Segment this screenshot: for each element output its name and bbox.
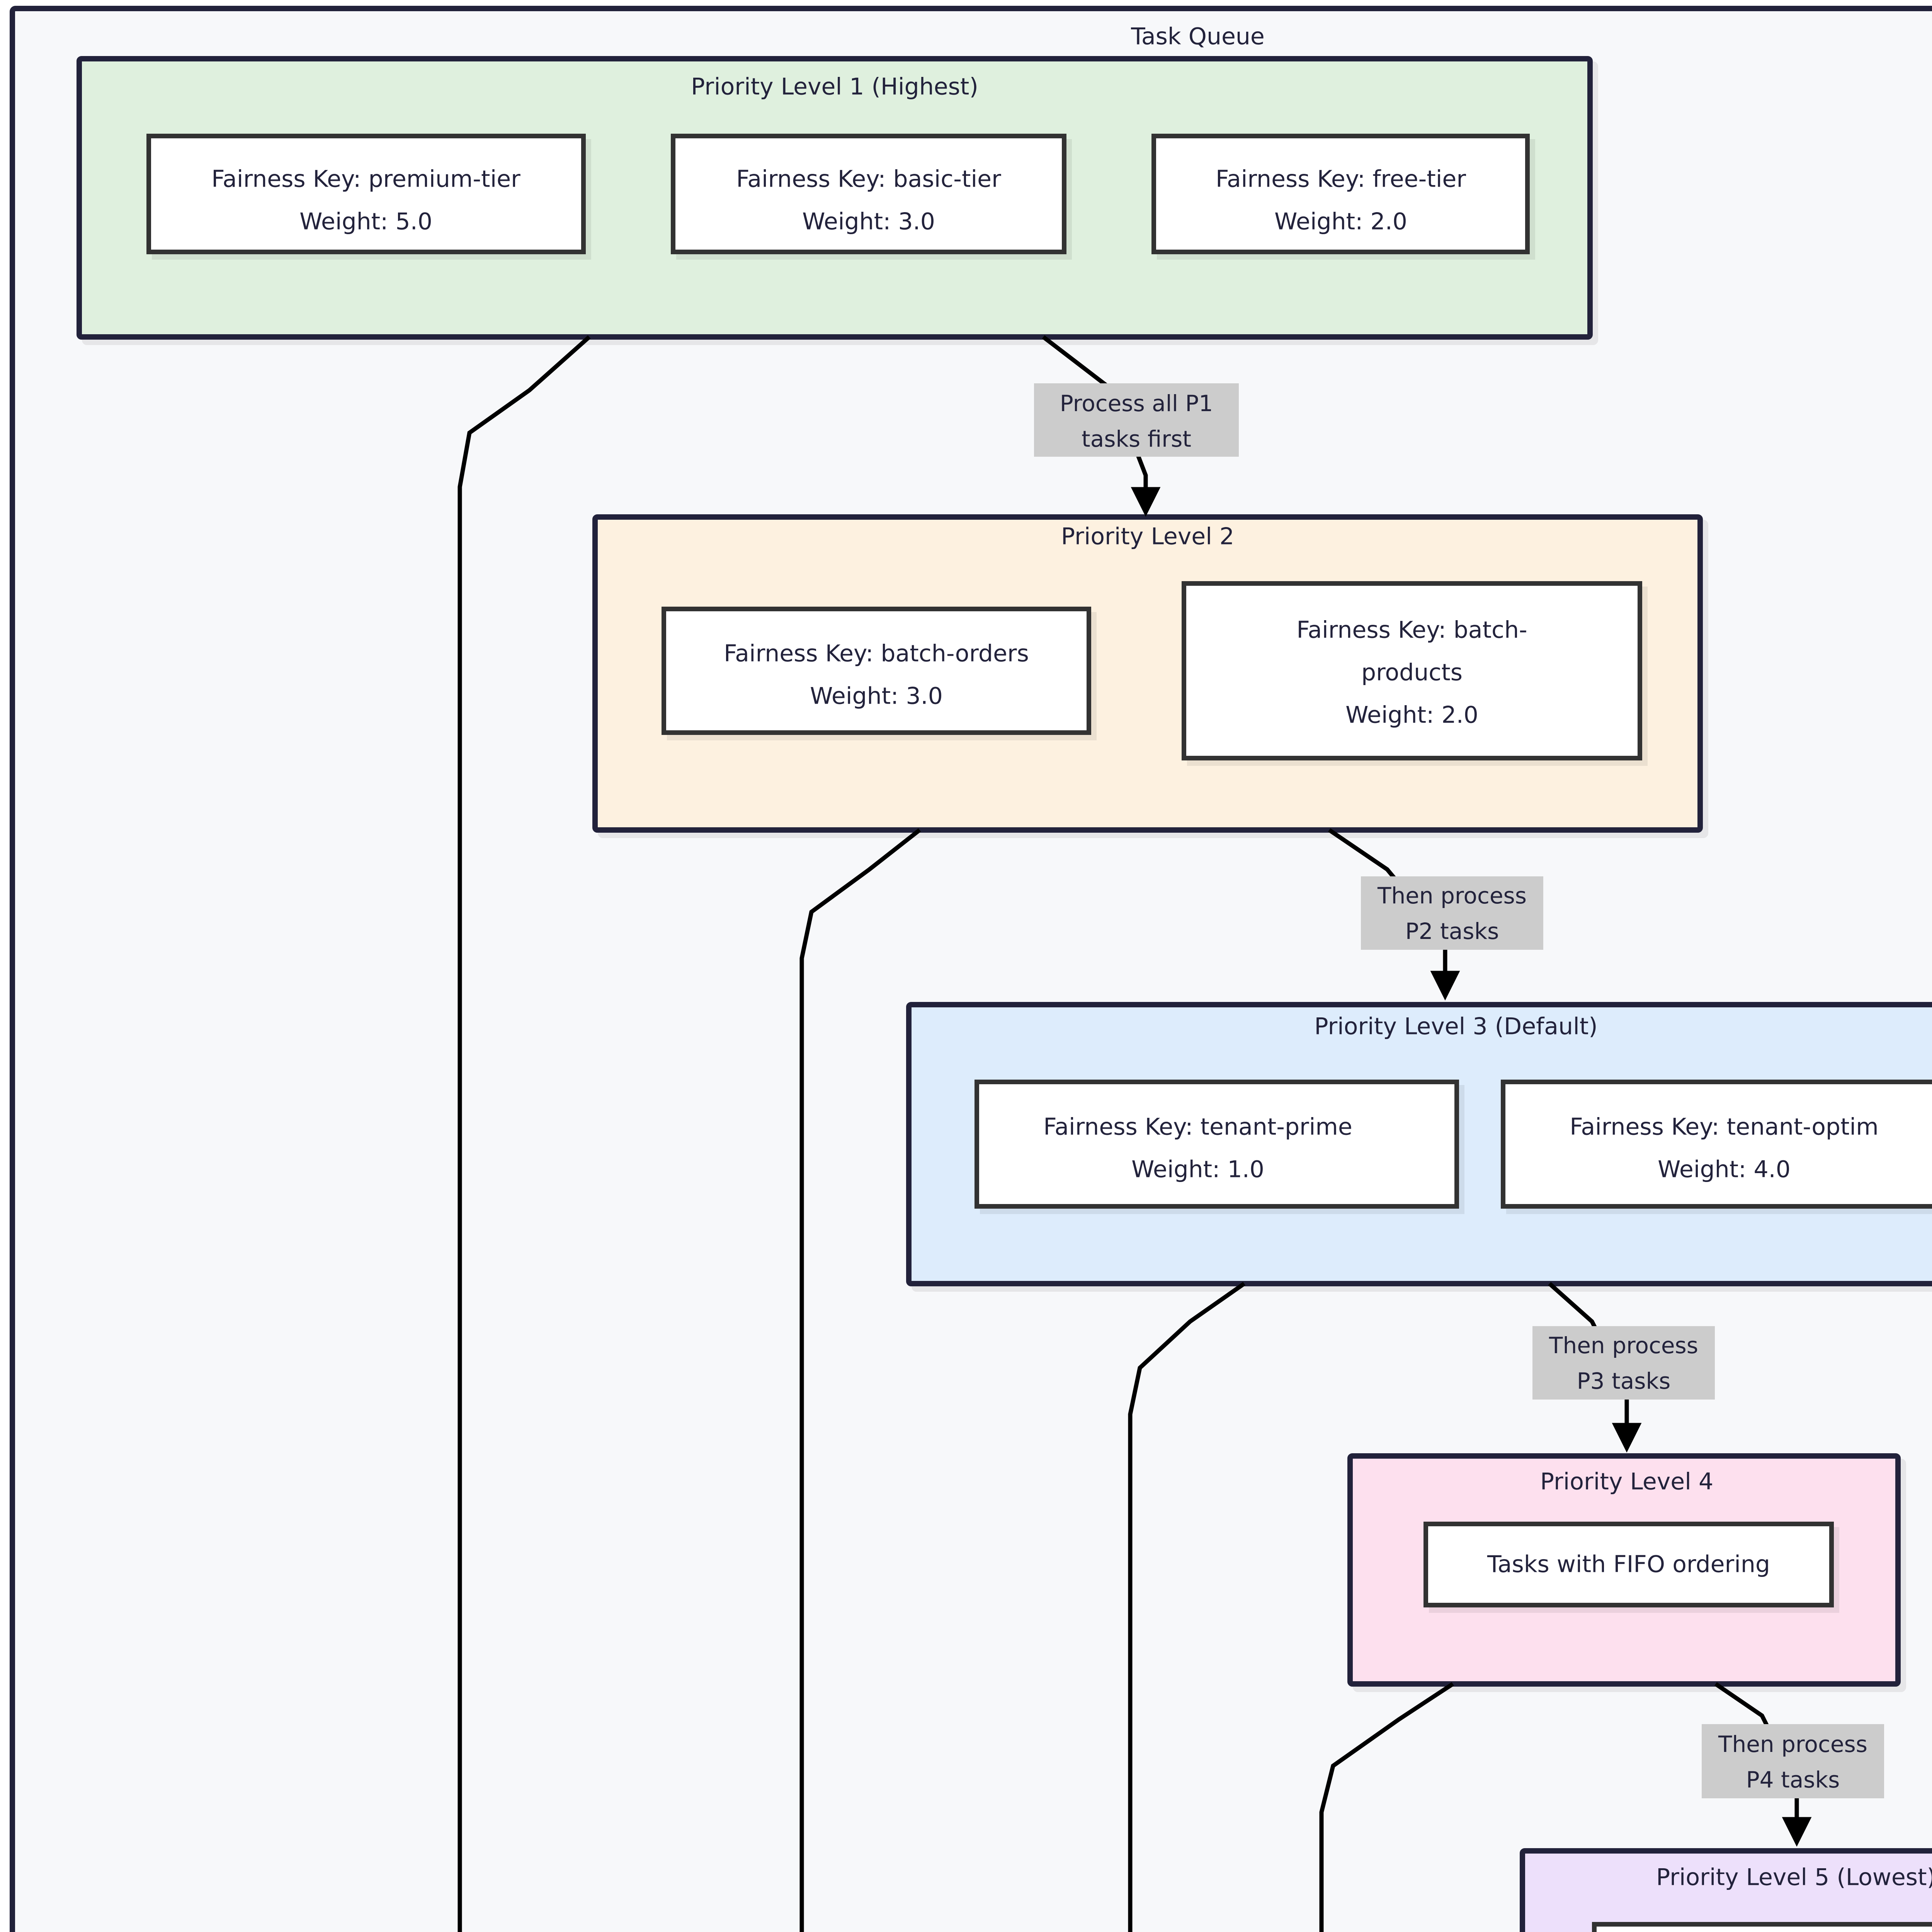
- task-queue-title: Task Queue: [1131, 23, 1265, 50]
- node-p3-tenant-optim[interactable]: Fairness Key: tenant-optim Weight: 4.0: [1501, 1080, 1932, 1209]
- p3-tenant-optim-weight: Weight: 4.0: [1658, 1156, 1791, 1183]
- node-p5-fifo[interactable]: Tasks with FIFO ordering: [1592, 1922, 1932, 1932]
- edge-label-p1-p2-bg: [1034, 383, 1239, 457]
- node-p1-free[interactable]: Fairness Key: free-tier Weight: 2.0: [1151, 134, 1530, 254]
- edge-label-p2-p3-bg: [1361, 876, 1543, 950]
- p2-batch-products-key-line1: Fairness Key: batch-: [1296, 617, 1527, 644]
- p1-free-rect[interactable]: [1151, 134, 1530, 254]
- edge-label-p3-p4-line2: P3 tasks: [1577, 1368, 1671, 1394]
- edge-label-p1-p2: Process all P1 tasks first: [1034, 383, 1239, 457]
- p4-fifo-rect[interactable]: [1423, 1522, 1834, 1607]
- p3-tenant-prime-key: Fairness Key: tenant-prime: [1043, 1114, 1352, 1141]
- p2-batch-products-key-line2: products: [1361, 659, 1463, 686]
- p2-batch-orders-weight: Weight: 3.0: [810, 683, 943, 710]
- edge-label-p1-p2-line2: tasks first: [1082, 426, 1191, 452]
- subgraph-priority-level-1: Priority Level 1 (Highest) Fairness Key:…: [77, 56, 1593, 340]
- p3-tenant-optim-rect[interactable]: [1501, 1080, 1932, 1209]
- subgraph-priority-level-4: Priority Level 4 Tasks with FIFO orderin…: [1347, 1453, 1901, 1687]
- node-p1-basic[interactable]: Fairness Key: basic-tier Weight: 3.0: [671, 134, 1066, 254]
- p2-batch-products-rect[interactable]: [1182, 581, 1642, 760]
- p1-premium-key: Fairness Key: premium-tier: [211, 166, 520, 193]
- p2-title: Priority Level 2: [1061, 523, 1234, 550]
- p1-free-weight: Weight: 2.0: [1274, 208, 1407, 235]
- p4-title: Priority Level 4: [1540, 1468, 1713, 1495]
- edge-label-p2-p3-line2: P2 tasks: [1405, 918, 1499, 944]
- edge-label-p4-p5: Then process P4 tasks: [1702, 1724, 1884, 1798]
- edge-p3-to-workers: [1128, 1282, 1246, 1932]
- edge-label-p4-p5-line1: Then process: [1718, 1731, 1867, 1757]
- p2-batch-orders-rect[interactable]: [662, 607, 1091, 735]
- node-p4-fifo[interactable]: Tasks with FIFO ordering: [1423, 1522, 1834, 1607]
- edge-p4-to-workers: [1319, 1682, 1454, 1932]
- p3-title: Priority Level 3 (Default): [1314, 1013, 1597, 1040]
- p2-batch-products-weight: Weight: 2.0: [1345, 702, 1478, 729]
- p5-container-rect: [1520, 1848, 1932, 1932]
- p3-tenant-optim-key: Fairness Key: tenant-optim: [1570, 1114, 1878, 1141]
- subgraph-priority-level-5: Priority Level 5 (Lowest) Tasks with FIF…: [1520, 1848, 1932, 1932]
- task-queue-container-rect: [10, 6, 1932, 1932]
- p5-title: Priority Level 5 (Lowest): [1656, 1864, 1932, 1891]
- edge-label-p2-p3-line1: Then process: [1377, 883, 1527, 909]
- subgraph-priority-level-3: Priority Level 3 (Default) Fairness Key:…: [906, 1002, 1932, 1286]
- edge-label-p3-p4-bg: [1532, 1326, 1715, 1400]
- node-p2-batch-products[interactable]: Fairness Key: batch- products Weight: 2.…: [1182, 581, 1642, 760]
- edges-to-workers: [457, 335, 1454, 1932]
- p1-premium-weight: Weight: 5.0: [299, 208, 432, 235]
- edge-p1-to-workers: [457, 335, 591, 1932]
- p1-premium-rect[interactable]: [146, 134, 586, 254]
- node-p3-tenant-prime[interactable]: Fairness Key: tenant-prime Weight: 1.0: [975, 1080, 1459, 1209]
- p3-tenant-prime-rect[interactable]: [975, 1080, 1459, 1209]
- edge-label-p4-p5-bg: [1702, 1724, 1884, 1798]
- p1-title: Priority Level 1 (Highest): [691, 73, 978, 100]
- node-p2-batch-orders[interactable]: Fairness Key: batch-orders Weight: 3.0: [662, 607, 1091, 735]
- edge-label-p3-p4-line1: Then process: [1549, 1332, 1698, 1359]
- edge-label-p2-p3: Then process P2 tasks: [1361, 876, 1543, 950]
- p2-batch-orders-key: Fairness Key: batch-orders: [724, 640, 1029, 667]
- outer-container-task-queue: Task Queue: [10, 6, 1932, 1932]
- p3-tenant-prime-weight: Weight: 1.0: [1131, 1156, 1264, 1183]
- edge-p2-to-workers: [799, 828, 921, 1932]
- p1-basic-weight: Weight: 3.0: [802, 208, 935, 235]
- edge-label-p3-p4: Then process P3 tasks: [1532, 1326, 1715, 1400]
- p1-basic-key: Fairness Key: basic-tier: [736, 166, 1001, 193]
- edge-label-p4-p5-line2: P4 tasks: [1746, 1767, 1840, 1793]
- p1-basic-rect[interactable]: [671, 134, 1066, 254]
- subgraph-priority-level-2: Priority Level 2 Fairness Key: batch-ord…: [592, 514, 1703, 833]
- node-p1-premium[interactable]: Fairness Key: premium-tier Weight: 5.0: [146, 134, 586, 254]
- p1-free-key: Fairness Key: free-tier: [1216, 166, 1466, 193]
- p5-fifo-rect[interactable]: [1592, 1922, 1932, 1932]
- edge-label-p1-p2-line1: Process all P1: [1060, 390, 1213, 417]
- p4-fifo-label: Tasks with FIFO ordering: [1487, 1551, 1770, 1578]
